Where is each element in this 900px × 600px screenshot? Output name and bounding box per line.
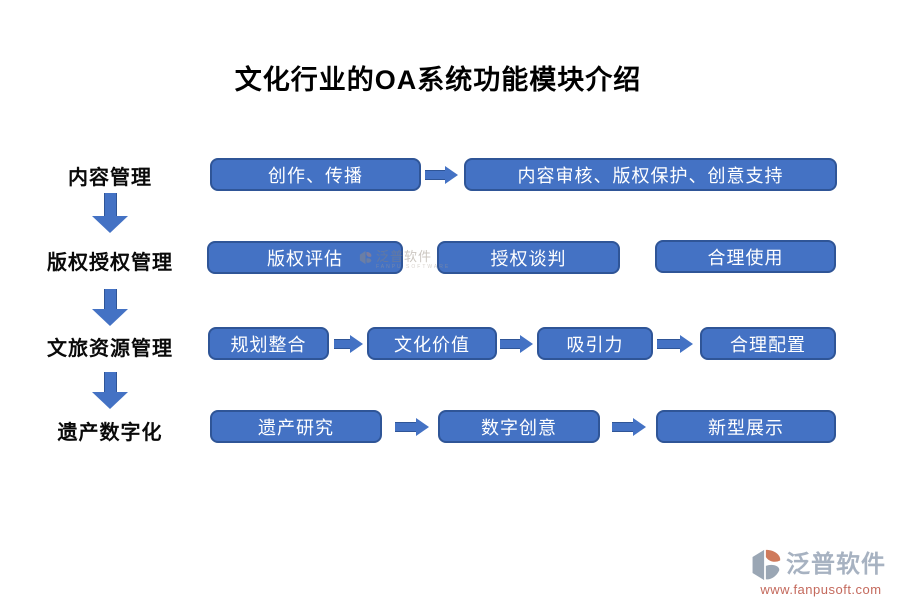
row-label-content-management: 内容管理 (68, 167, 152, 189)
page-title: 文化行业的OA系统功能模块介绍 (234, 65, 642, 95)
right-arrow-icon (657, 335, 693, 353)
fanpu-logo-icon (752, 549, 781, 581)
node-planning-integration: 规划整合 (208, 327, 329, 360)
right-arrow-icon (334, 335, 363, 353)
node-attractiveness: 吸引力 (537, 327, 653, 360)
node-digital-creativity: 数字创意 (438, 410, 600, 443)
node-creation-dissemination: 创作、传播 (210, 158, 421, 191)
down-arrow-icon (92, 193, 128, 233)
node-reasonable-allocation: 合理配置 (700, 327, 836, 360)
node-cultural-value: 文化价值 (367, 327, 497, 360)
fanpu-logo-url: www.fanpusoft.com (760, 582, 882, 597)
fanpu-logo-text: 泛普软件 (786, 551, 886, 578)
fanpu-logo: 泛普软件 www.fanpusoft.com (746, 549, 896, 597)
node-copyright-assessment: 版权评估 (207, 241, 403, 274)
right-arrow-icon (395, 418, 429, 436)
down-arrow-icon (92, 289, 128, 326)
row-label-copyright-authorization: 版权授权管理 (47, 252, 173, 274)
row-label-culture-tourism-resources: 文旅资源管理 (47, 338, 173, 360)
node-review-protection-support: 内容审核、版权保护、创意支持 (464, 158, 837, 191)
down-arrow-icon (92, 372, 128, 409)
node-heritage-research: 遗产研究 (210, 410, 382, 443)
right-arrow-icon (500, 335, 533, 353)
right-arrow-icon (425, 166, 458, 184)
right-arrow-icon (612, 418, 646, 436)
row-label-heritage-digitization: 遗产数字化 (57, 422, 163, 444)
node-fair-use: 合理使用 (655, 240, 836, 273)
node-authorization-negotiation: 授权谈判 (437, 241, 620, 274)
node-new-display: 新型展示 (656, 410, 836, 443)
